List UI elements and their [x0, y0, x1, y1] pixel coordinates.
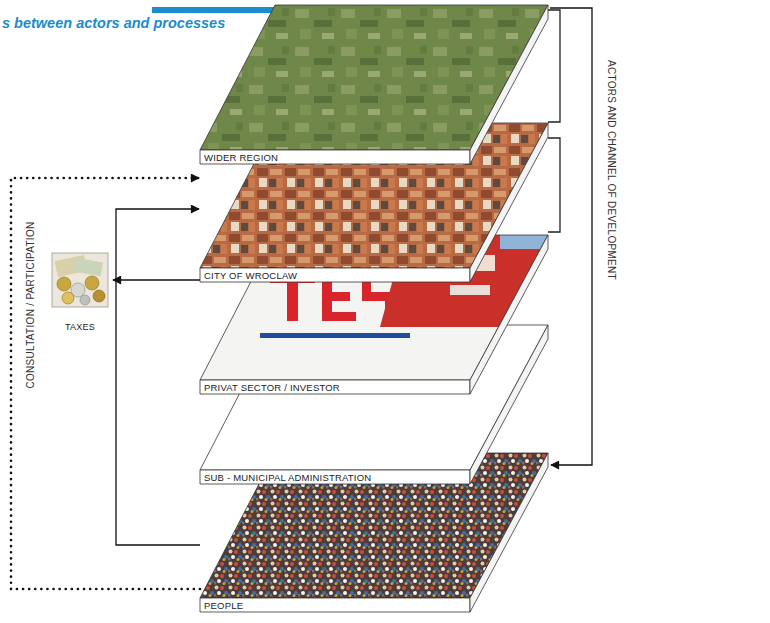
- side-label: ACTORS AND CHANNEL OF DEVELOPMENT: [606, 60, 617, 280]
- taxes-node: TAXES: [48, 250, 112, 334]
- taxes-label: TAXES: [65, 321, 95, 334]
- title: s between actors and processes: [2, 15, 225, 31]
- slab-front: [200, 380, 470, 394]
- slab-top: [200, 325, 548, 470]
- slab-front: [200, 268, 470, 282]
- coins-picture: [52, 253, 108, 307]
- bracket: [548, 138, 560, 232]
- layer-label: PEOPLE: [204, 599, 243, 612]
- title-holder: s between actors and processes: [2, 14, 225, 32]
- layer-label: SUB - MUNICIPAL ADMINISTRATION: [204, 471, 371, 484]
- slab-front: [200, 150, 470, 164]
- layer-label: WIDER REGION: [204, 151, 278, 164]
- layer-label: CITY OF WROCLAW: [204, 269, 297, 282]
- slab-front: [200, 598, 470, 612]
- layer-node: WIDER REGION: [200, 5, 550, 165]
- layer-slab: [200, 5, 550, 165]
- slab-side: [470, 453, 548, 612]
- slab-front: [200, 470, 470, 484]
- title-bar: [152, 7, 287, 13]
- side-label: CONSULTATION / PARTICIPATION: [25, 221, 36, 388]
- arrow-line: [113, 279, 200, 280]
- arrow-line: [116, 209, 200, 545]
- arrow-line: [550, 8, 592, 465]
- dotted-arrow: [11, 178, 200, 589]
- slab-top: [200, 453, 548, 598]
- bracket: [548, 10, 560, 122]
- layer-label: PRIVAT SECTOR / INVESTOR: [204, 381, 340, 394]
